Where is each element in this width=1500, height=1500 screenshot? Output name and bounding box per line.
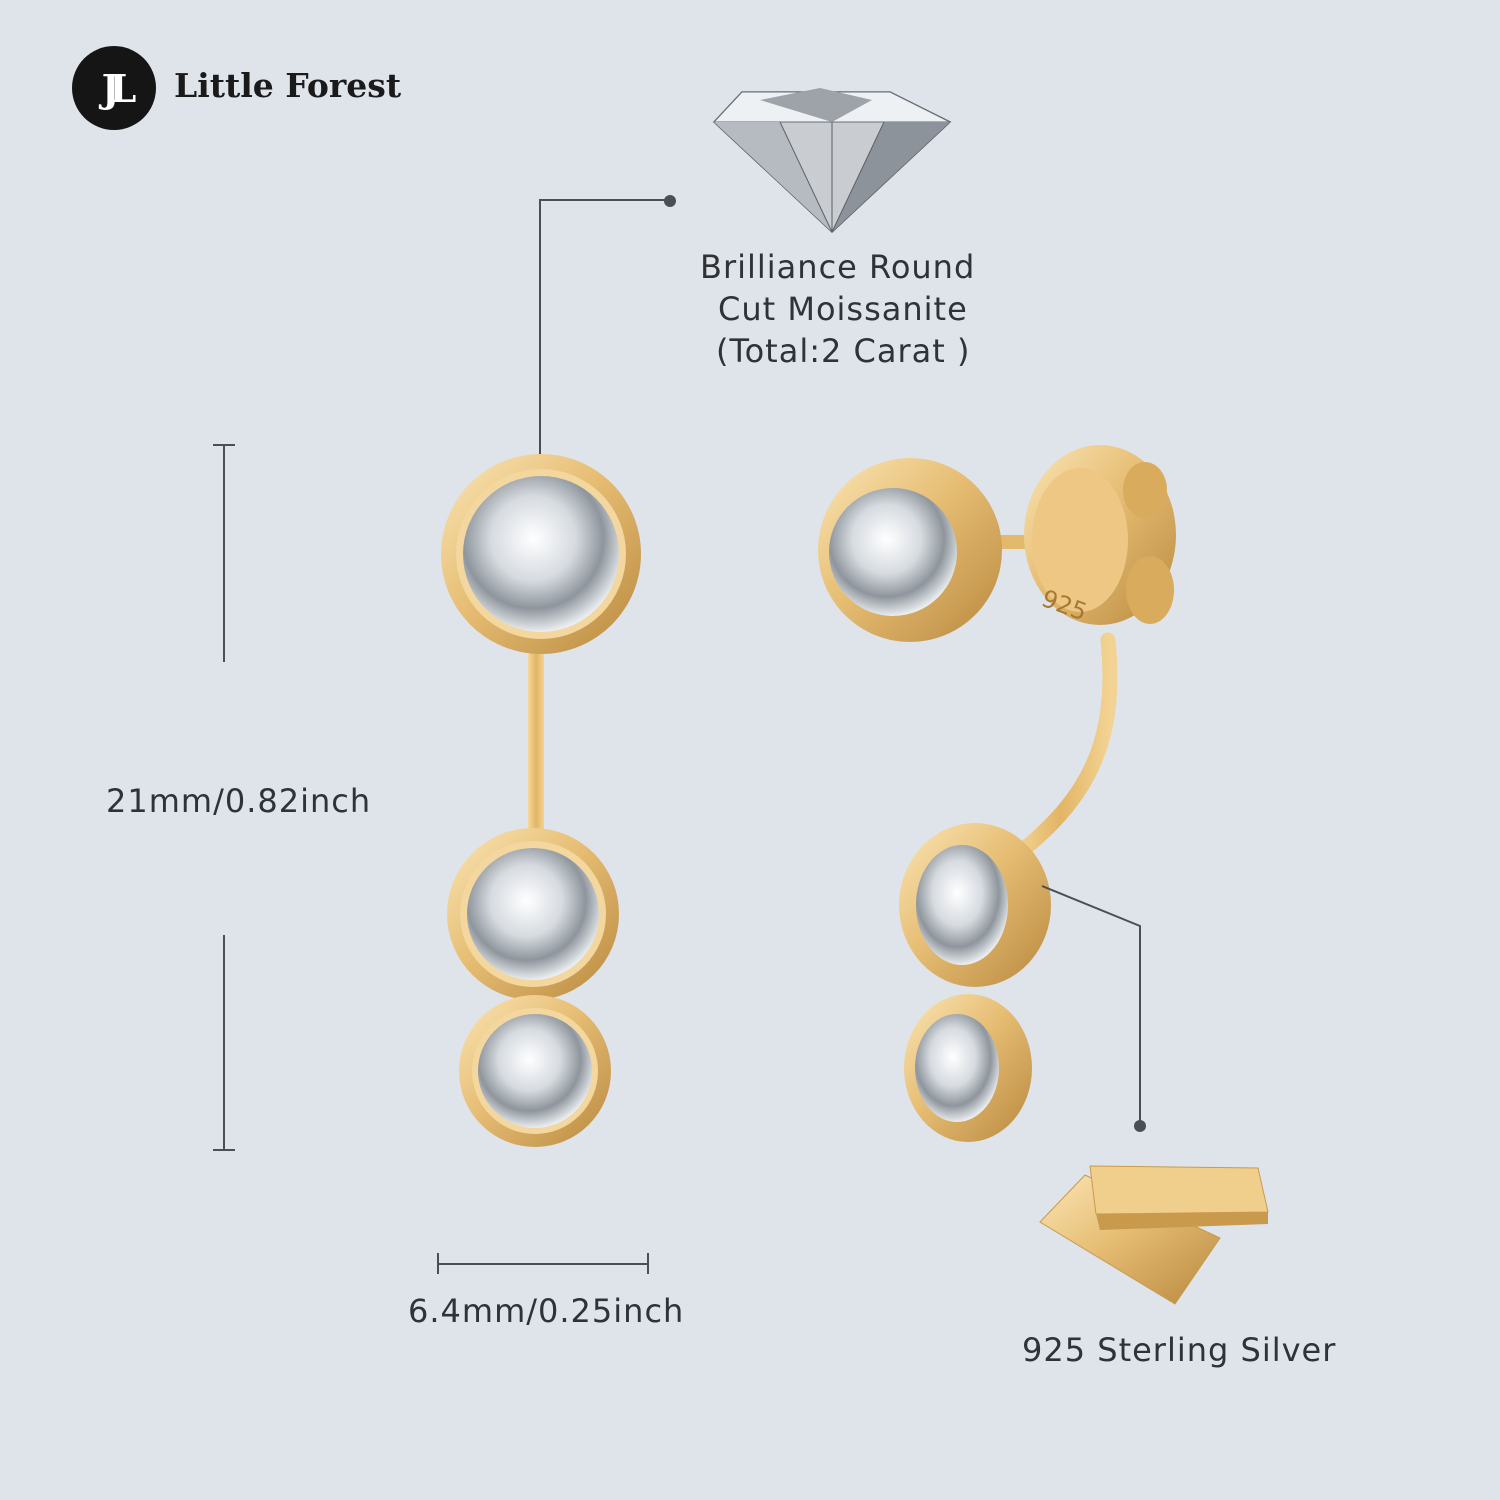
stone-callout-label: Brilliance Round Cut Moissanite (Total:2… [700, 246, 980, 372]
height-dimension-label: 21mm/0.82inch [106, 782, 372, 820]
width-dimension-label: 6.4mm/0.25inch [408, 1292, 685, 1330]
metal-callout-line [1041, 885, 1146, 1132]
brand-logo-icon: JL [72, 46, 156, 130]
stone-callout-line-3: (Total:2 Carat ) [716, 332, 971, 370]
width-dimension-line [437, 1253, 649, 1274]
metal-plate-icon [1039, 1165, 1269, 1305]
height-dimension-line [213, 444, 235, 1151]
stone-callout-line-2: Cut Moissanite [718, 290, 968, 328]
stone-callout-line-1: Brilliance Round [700, 248, 976, 286]
brand-name: Little Forest [174, 66, 402, 105]
metal-callout-label: 925 Sterling Silver [1022, 1331, 1337, 1369]
side-earring [818, 445, 1176, 1142]
front-earring [441, 454, 641, 1147]
stone-callout-line [539, 195, 676, 560]
diamond-icon [712, 88, 952, 234]
